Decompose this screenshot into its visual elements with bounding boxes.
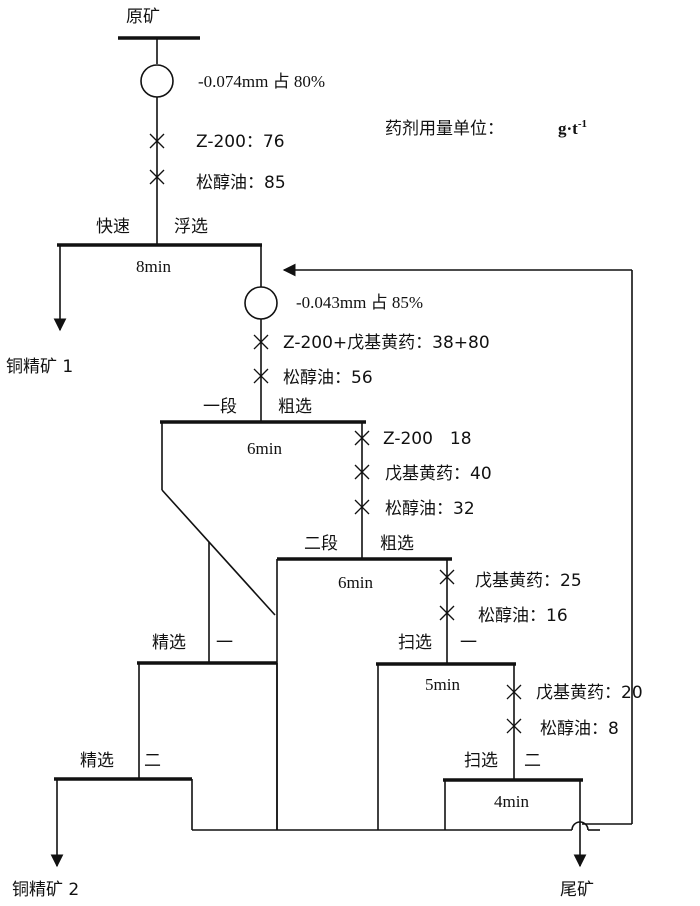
scavenger2-label-a: 扫选 (464, 751, 498, 771)
reagent-fast-1: Z-200：76 (196, 132, 285, 152)
scavenger1-label-a: 扫选 (398, 633, 432, 653)
grinding-1-circle (140, 64, 174, 98)
dosing-mark (506, 718, 522, 734)
cleaner1-label-a: 精选 (152, 633, 186, 653)
grinding-2-circle (244, 286, 278, 320)
rougher1-label-b: 粗选 (278, 397, 312, 417)
reagent-fast-2: 松醇油：85 (196, 173, 286, 193)
dosing-mark (253, 334, 269, 350)
concentrate-1-label: 铜精矿 1 (6, 357, 73, 377)
dosing-mark (149, 133, 165, 149)
rougher2-label-b: 粗选 (380, 534, 414, 554)
reagent-scav2-1: 戊基黄药：20 (536, 683, 643, 703)
cleaner2-label-b: 二 (144, 751, 161, 771)
dosing-mark (354, 499, 370, 515)
dosing-mark (439, 569, 455, 585)
rougher2-label-a: 二段 (304, 534, 338, 554)
concentrate-2-label: 铜精矿 2 (12, 880, 79, 900)
rougher1-label-a: 一段 (203, 397, 237, 417)
fast-flotation-time: 8min (136, 257, 171, 276)
fast-flotation-label-a: 快速 (96, 217, 130, 237)
rougher2-time: 6min (338, 573, 373, 592)
rougher1-time: 6min (247, 439, 282, 458)
dosing-mark (354, 464, 370, 480)
scavenger1-time: 5min (425, 675, 460, 694)
fast-flotation-label-b: 浮选 (174, 217, 208, 237)
dosing-mark (506, 684, 522, 700)
reagent-scav1-2: 松醇油：16 (478, 606, 568, 626)
scavenger2-time: 4min (494, 792, 529, 811)
feed-label: 原矿 (126, 7, 160, 27)
grind-1-label: -0.074mm 占 80% (198, 72, 325, 91)
reagent-rough1-2: 松醇油：56 (283, 368, 373, 388)
cleaner1-label-b: 一 (216, 633, 233, 653)
grind-2-label: -0.043mm 占 85% (296, 293, 423, 312)
reagent-rough2-3: 松醇油：32 (385, 499, 475, 519)
reagent-scav2-2: 松醇油：8 (540, 719, 619, 739)
dosing-mark (439, 605, 455, 621)
reagent-scav1-1: 戊基黄药：25 (475, 571, 582, 591)
reagent-rough1-1: Z-200+戊基黄药：38+80 (283, 333, 490, 353)
cleaner2-label-a: 精选 (80, 751, 114, 771)
reagent-rough2-1: Z-200 18 (383, 429, 472, 449)
dosing-mark (253, 368, 269, 384)
dosing-mark (149, 169, 165, 185)
scavenger2-label-b: 二 (524, 751, 541, 771)
unit-note: 药剂用量单位： (385, 119, 504, 139)
tailings-label: 尾矿 (560, 880, 594, 900)
unit-label: g·t-1 (558, 118, 587, 138)
reagent-rough2-2: 戊基黄药：40 (385, 464, 492, 484)
rougher1-cell-slope (161, 489, 276, 616)
scavenger1-label-b: 一 (460, 633, 477, 653)
dosing-mark (354, 430, 370, 446)
